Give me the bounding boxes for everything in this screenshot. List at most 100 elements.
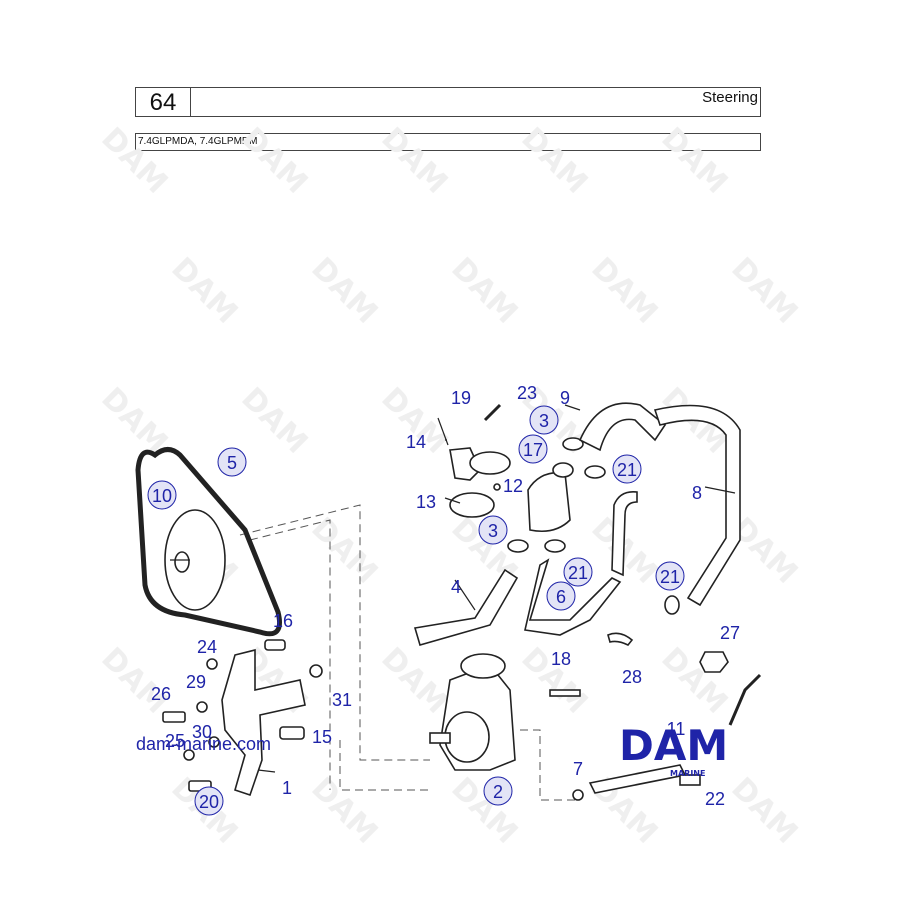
logo-subtext: MARINE bbox=[670, 769, 705, 778]
callout-c26: 26 bbox=[151, 684, 171, 704]
pump-to-fitting-leader bbox=[520, 729, 575, 801]
watermark-text: DAM bbox=[444, 251, 524, 331]
callout-c16: 16 bbox=[273, 611, 293, 631]
callout-label: 23 bbox=[517, 383, 537, 403]
callout-c5: 5 bbox=[217, 447, 247, 477]
callout-c2: 2 bbox=[483, 776, 513, 806]
callout-label: 18 bbox=[551, 649, 571, 669]
watermark-text: DAM bbox=[94, 121, 174, 201]
callout-circle bbox=[217, 447, 247, 477]
hose-8 bbox=[653, 404, 741, 607]
callout-circle bbox=[655, 561, 685, 591]
watermark-text: DAM bbox=[304, 511, 384, 591]
callout-c20: 20 bbox=[194, 786, 224, 816]
callout-c31: 31 bbox=[332, 690, 352, 710]
callout-label: 8 bbox=[692, 483, 702, 503]
fitting-22 bbox=[679, 774, 701, 786]
callout-label: 25 bbox=[165, 731, 185, 751]
callout-label: 19 bbox=[451, 388, 471, 408]
callout-label: 6 bbox=[556, 587, 566, 607]
bolt-26 bbox=[162, 711, 186, 723]
hose-clamp-21b bbox=[544, 539, 566, 553]
callout-c28: 28 bbox=[622, 667, 642, 687]
fluid-cooler bbox=[527, 471, 571, 533]
callout-circle bbox=[483, 776, 513, 806]
callout-label: 22 bbox=[705, 789, 725, 809]
bolt-23 bbox=[483, 403, 502, 422]
o-ring-7 bbox=[572, 789, 584, 801]
callout-c15: 15 bbox=[312, 727, 332, 747]
callout-c27: 27 bbox=[720, 623, 740, 643]
callout-c19: 19 bbox=[451, 388, 471, 408]
callout-label: 16 bbox=[273, 611, 293, 631]
dam-marine-logo: DAM MARINE bbox=[619, 721, 728, 778]
callout-c3b: 3 bbox=[478, 515, 508, 545]
callout-circle bbox=[478, 515, 508, 545]
nut-27 bbox=[699, 651, 729, 673]
callout-c25: 25 bbox=[165, 731, 185, 751]
watermark-text: DAM bbox=[724, 251, 804, 331]
callout-c4: 4 bbox=[451, 577, 461, 597]
pump-shaft bbox=[429, 732, 451, 744]
hose-4 bbox=[413, 568, 519, 646]
callout-label: 5 bbox=[227, 453, 237, 473]
callout-c9: 9 bbox=[560, 388, 570, 408]
stud-16 bbox=[264, 639, 286, 651]
callout-c29: 29 bbox=[186, 672, 206, 692]
hose-6 bbox=[524, 558, 622, 636]
bracket-to-pump-leader bbox=[339, 740, 430, 791]
callout-label: 3 bbox=[539, 411, 549, 431]
watermark-text: DAM bbox=[444, 771, 524, 851]
callout-label: 10 bbox=[152, 486, 172, 506]
callout-circle bbox=[563, 557, 593, 587]
hose-clamp-3a bbox=[562, 437, 584, 451]
stud-18 bbox=[549, 689, 581, 697]
callout-label: 2 bbox=[493, 782, 503, 802]
return-tube bbox=[611, 490, 638, 577]
pulley bbox=[164, 509, 226, 611]
watermark-text: DAM bbox=[374, 121, 454, 201]
callout-c10: 10 bbox=[147, 480, 177, 510]
callout-c6: 6 bbox=[546, 581, 576, 611]
washer-31 bbox=[309, 664, 323, 678]
watermark-text: DAM bbox=[514, 121, 594, 201]
callout-label: 26 bbox=[151, 684, 171, 704]
clamp-band-19 bbox=[469, 451, 511, 475]
callout-circle bbox=[612, 454, 642, 484]
callout-c12: 12 bbox=[503, 476, 523, 496]
nut-25 bbox=[183, 749, 195, 761]
callout-circle bbox=[529, 405, 559, 435]
callout-c18: 18 bbox=[551, 649, 571, 669]
callout-label: 7 bbox=[573, 759, 583, 779]
callout-label: 31 bbox=[332, 690, 352, 710]
nut-24 bbox=[206, 658, 218, 670]
pulley-hub bbox=[174, 551, 190, 573]
callout-c30: 30 bbox=[192, 722, 212, 742]
callout-label: 14 bbox=[406, 432, 426, 452]
callout-c8: 8 bbox=[692, 483, 702, 503]
belt-to-pump-leader bbox=[239, 504, 430, 761]
page-header: 64 Steering bbox=[135, 87, 761, 117]
section-title: Steering bbox=[702, 89, 758, 106]
clamp-bracket-19 bbox=[449, 447, 481, 481]
callout-label: 1 bbox=[282, 778, 292, 798]
callout-label: 17 bbox=[523, 440, 543, 460]
mounting-bracket bbox=[221, 648, 306, 797]
bracket-leader bbox=[249, 519, 331, 790]
drive-belt bbox=[135, 447, 282, 637]
callout-label: 13 bbox=[416, 492, 436, 512]
callout-label: 12 bbox=[503, 476, 523, 496]
callout-label: 21 bbox=[568, 563, 588, 583]
watermark-text: DAM bbox=[234, 381, 314, 461]
callout-circle bbox=[194, 786, 224, 816]
callout-label: 20 bbox=[199, 792, 219, 812]
callout-label: 30 bbox=[192, 722, 212, 742]
callout-c22: 22 bbox=[705, 789, 725, 809]
watermark-text: DAM bbox=[304, 771, 384, 851]
watermark-text: DAM bbox=[234, 121, 314, 201]
spacer-15 bbox=[279, 726, 305, 740]
logo-text: DAM bbox=[619, 721, 728, 770]
pump-face bbox=[444, 711, 490, 763]
callout-c23: 23 bbox=[517, 383, 537, 403]
